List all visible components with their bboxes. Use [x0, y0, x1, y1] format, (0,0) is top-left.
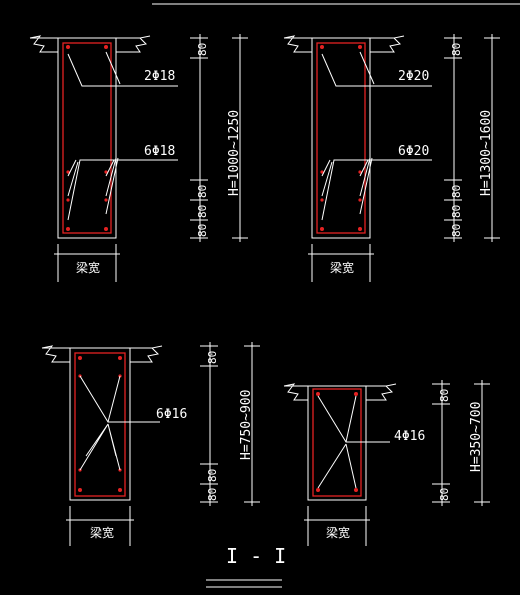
section-title: I - I [226, 544, 286, 568]
height-label: H=1000~1250 [227, 110, 242, 196]
dim-label: 80 [450, 185, 463, 198]
detail-2: 2Φ20 6Φ20 80 80 80 80 H=1300~1600 梁宽 [283, 34, 500, 282]
leader-side [321, 157, 432, 221]
dim-label: 80 [206, 351, 219, 364]
width-label: 梁宽 [76, 260, 100, 275]
width-label: 梁宽 [330, 260, 354, 275]
dim-label: 80 [196, 43, 209, 56]
height-label: H=750~900 [239, 390, 254, 460]
stirrup [74, 352, 126, 497]
leader-side [79, 375, 160, 471]
dim-label: 80 [450, 205, 463, 218]
detail-3: 6Φ16 80 80 80 H=750~900 梁宽 [41, 342, 260, 546]
width-dim-line [54, 244, 120, 282]
height-dim-line [474, 380, 490, 506]
beam-outline [283, 383, 397, 501]
width-label: 梁宽 [90, 525, 114, 540]
dim-label: 80 [450, 224, 463, 237]
dim-label: 80 [438, 488, 451, 501]
width-dim-line [66, 506, 134, 546]
dim-label: 80 [196, 224, 209, 237]
side-bars-label: 6Φ16 [156, 407, 187, 422]
height-dim-line [232, 34, 248, 242]
dim-label: 80 [450, 43, 463, 56]
width-dim-line [308, 244, 374, 282]
detail-4: 4Φ16 80 80 H=350~700 梁宽 [283, 380, 490, 546]
beam-outline [283, 35, 405, 239]
height-label: H=1300~1600 [479, 110, 494, 196]
height-dim-line [484, 34, 500, 242]
dim-label: 80 [206, 469, 219, 482]
side-bars-label: 6Φ18 [144, 144, 175, 159]
detail-1: 2Φ18 6Φ18 80 80 80 80 H=1000~1250 梁宽 [29, 34, 248, 282]
dim-chain [432, 380, 450, 506]
top-bars-label: 2Φ20 [398, 69, 429, 84]
leader-side [317, 395, 390, 489]
dim-chain [190, 34, 208, 242]
leader-side [67, 157, 178, 221]
leader-top [67, 51, 178, 87]
side-bars-label: 6Φ20 [398, 144, 429, 159]
dim-chain [200, 342, 218, 506]
beam-outline [29, 35, 151, 239]
dim-label: 80 [206, 488, 219, 501]
dim-label: 80 [196, 205, 209, 218]
beam-outline [41, 345, 163, 501]
leader-top [321, 51, 432, 87]
stirrup [62, 42, 112, 234]
top-bars-label: 2Φ18 [144, 69, 175, 84]
stirrup [316, 42, 366, 234]
dim-chain [444, 34, 462, 242]
height-dim-line [244, 342, 260, 506]
dim-label: 80 [438, 389, 451, 402]
width-label: 梁宽 [326, 525, 350, 540]
side-bars-label: 4Φ16 [394, 429, 425, 444]
dim-label: 80 [196, 185, 209, 198]
width-dim-line [304, 506, 370, 546]
height-label: H=350~700 [469, 402, 484, 472]
